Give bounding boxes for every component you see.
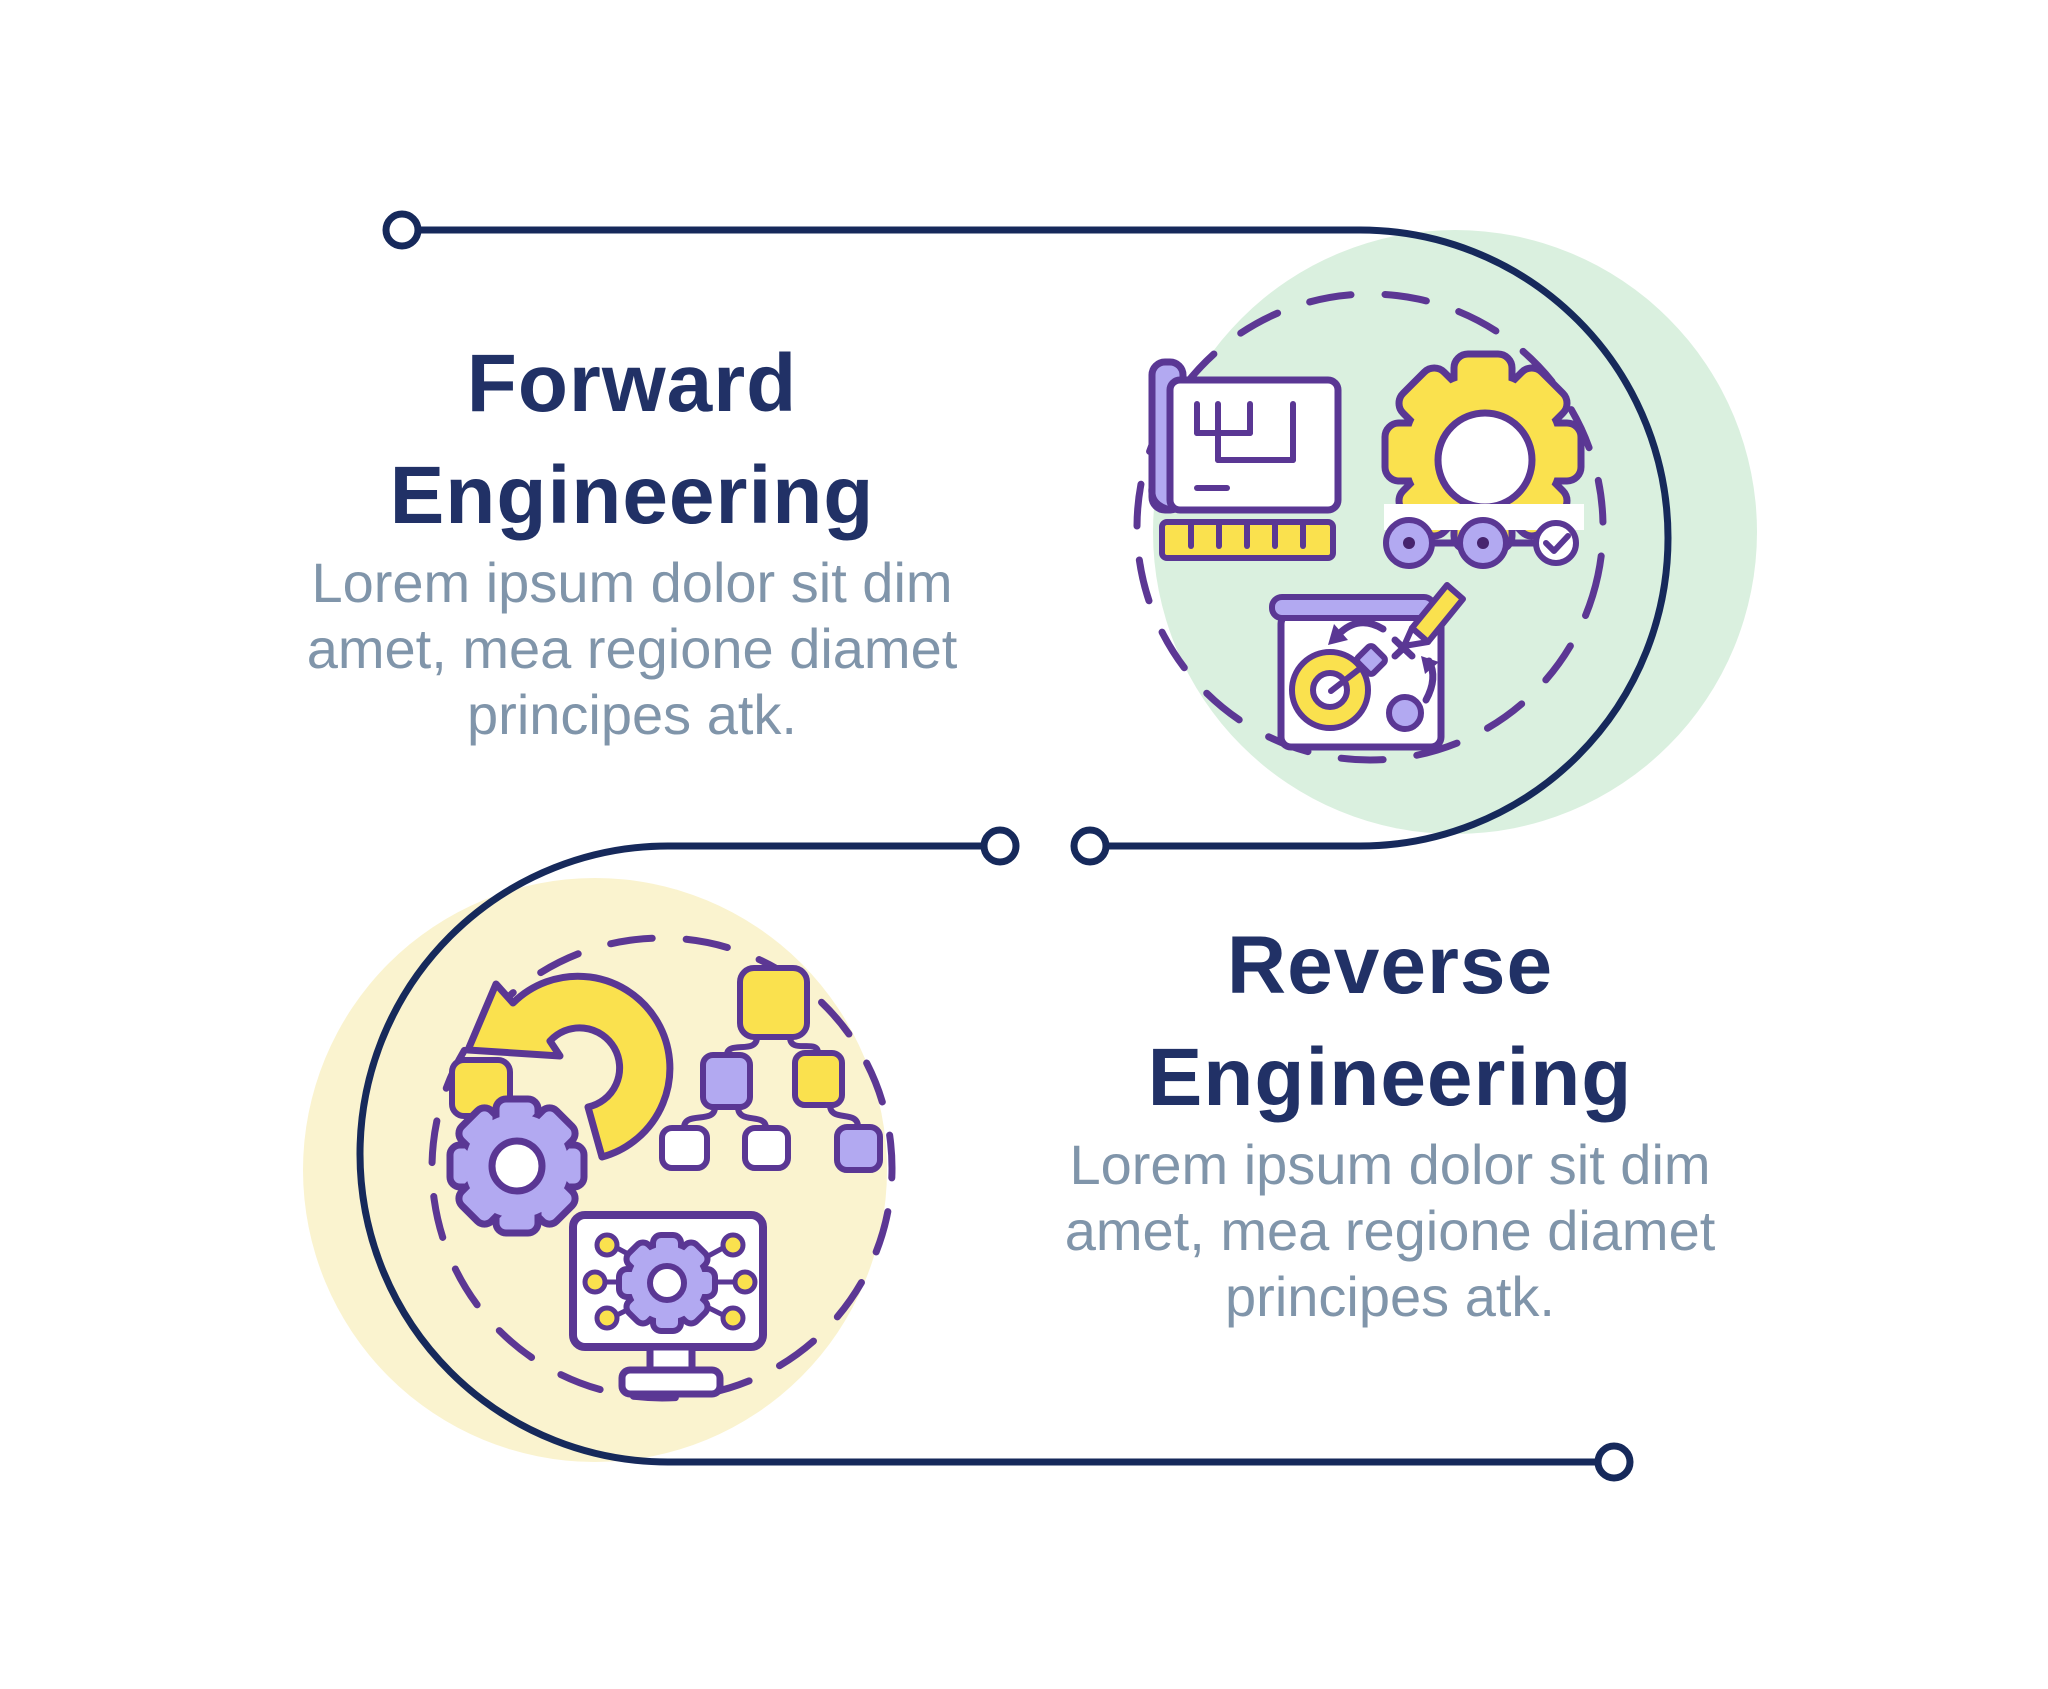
endpoint-ring-middle-left [980,826,1020,866]
reverse-title-line2: Engineering [1147,1032,1633,1123]
endpoint-ring-middle-right [1070,826,1110,866]
reverse-engineering-title: Reverse Engineering [1010,910,1770,1134]
reverse-engineering-description: Lorem ipsum dolor sit dim amet, mea regi… [970,1132,1810,1330]
gear-icon [1381,350,1585,554]
process-steps-icon [1383,517,1579,569]
forward-dashed-circle [1133,290,1607,764]
endpoint-ring-bottom-right [1594,1442,1634,1482]
gear-icon [446,1095,588,1237]
undo-arrow-icon [464,972,674,1161]
forward-body-line1: Lorem ipsum dolor sit dim [311,551,953,614]
strategy-board-icon [1269,582,1466,751]
reverse-highlight-circle [303,878,887,1462]
automation-monitor-icon [569,1211,767,1398]
endpoint-ring-top-left [382,210,422,250]
reverse-title-line1: Reverse [1226,920,1554,1011]
forward-title-line1: Forward [466,338,798,429]
reverse-body-line3: principes atk. [1225,1265,1555,1328]
connector-line-bottom [356,842,1597,1466]
reverse-dashed-circle [428,934,896,1402]
forward-body-line3: principes atk. [467,683,797,746]
forward-engineering-description: Lorem ipsum dolor sit dim amet, mea regi… [212,550,1052,748]
forward-body-line2: amet, mea regione diamet [306,617,958,680]
forward-title-line2: Engineering [389,450,875,541]
reverse-body-line2: amet, mea regione diamet [1064,1199,1716,1262]
reverse-body-line1: Lorem ipsum dolor sit dim [1069,1133,1711,1196]
blueprint-icon [1148,358,1342,561]
forward-engineering-title: Forward Engineering [252,328,1012,552]
connector-line-top [419,226,1672,850]
flowchart-icon [659,965,883,1173]
